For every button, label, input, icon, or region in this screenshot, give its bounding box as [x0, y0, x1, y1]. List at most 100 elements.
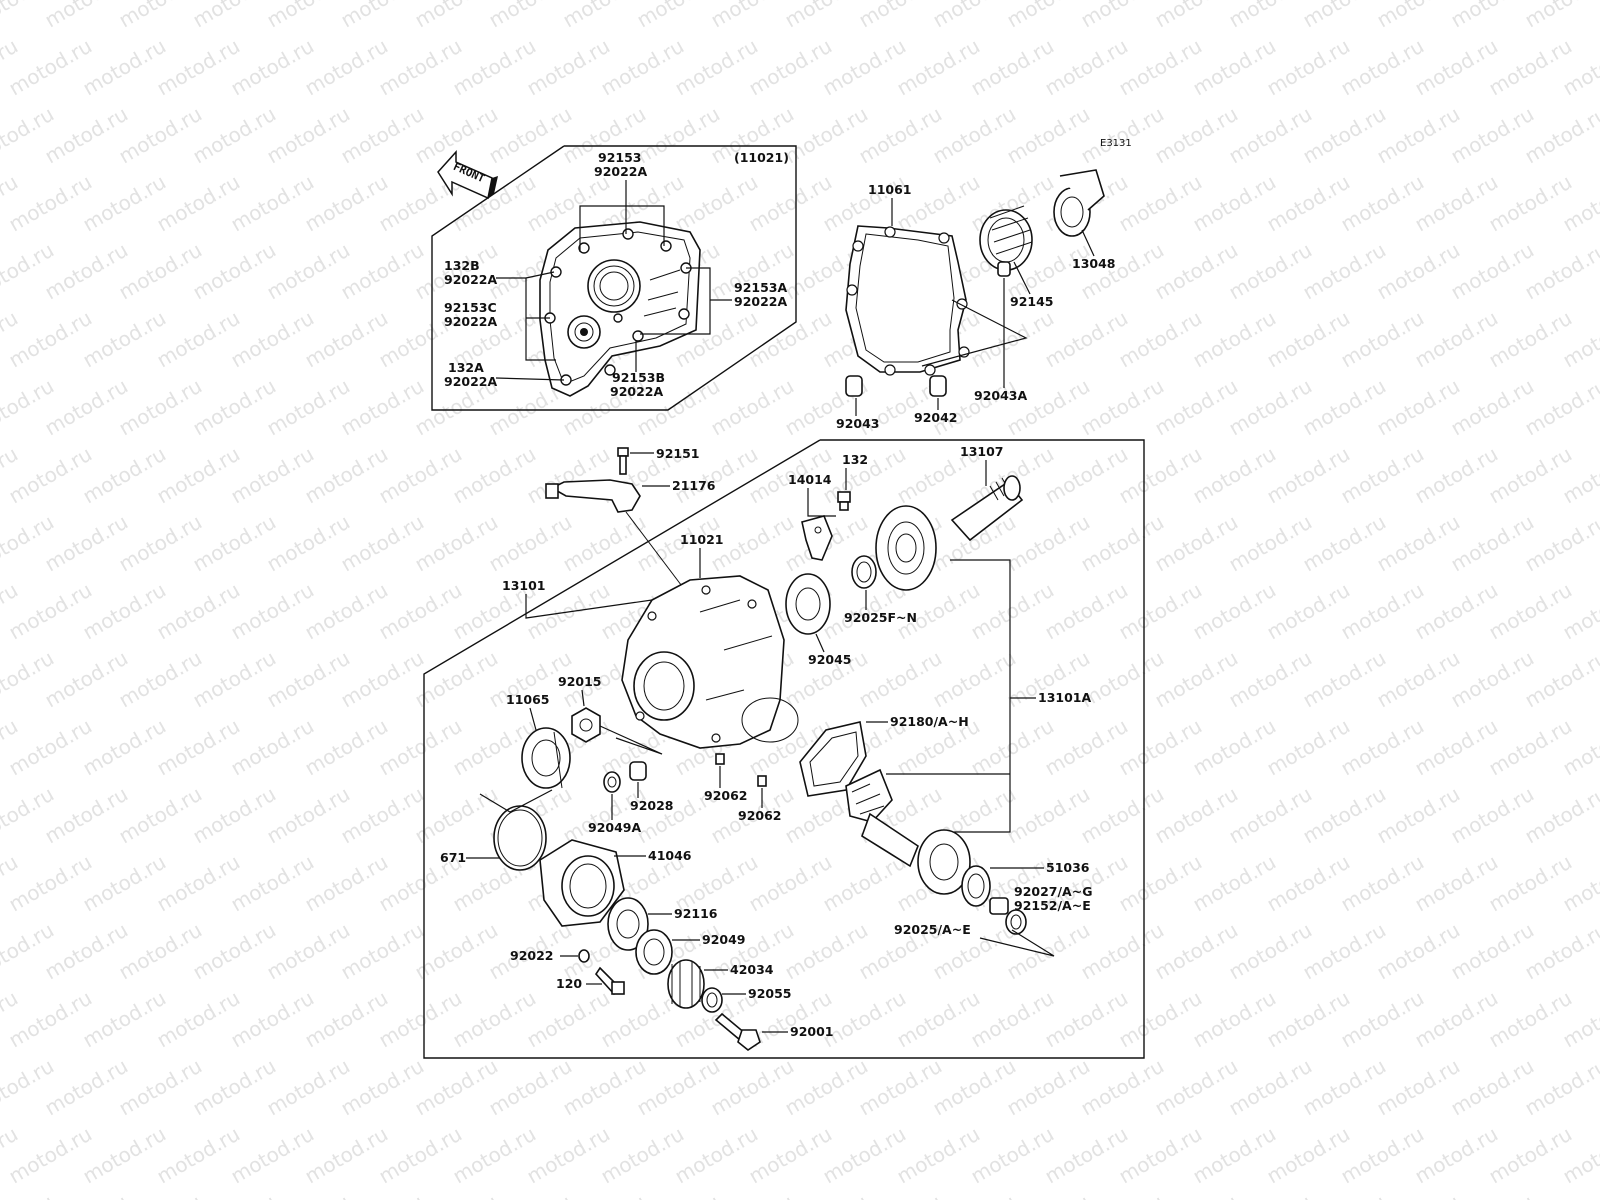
label-13107: 13107 [960, 444, 1004, 459]
label-132b: 132B [444, 258, 480, 273]
label-92043a: 92043A [974, 388, 1027, 403]
label-92022a-left2: 92022A [444, 314, 497, 329]
plug-92062-b [757, 775, 767, 787]
label-13048: 13048 [1072, 256, 1116, 271]
label-51036: 51036 [1046, 860, 1090, 875]
label-92151: 92151 [656, 446, 700, 461]
bearing-92045 [785, 573, 831, 635]
leader-housing-nut [599, 725, 663, 755]
label-120: 120 [556, 976, 582, 991]
label-92049: 92049 [702, 932, 746, 947]
label-41046: 41046 [648, 848, 692, 863]
front-arrow-icon: FRONT [437, 150, 498, 200]
label-92043: 92043 [836, 416, 880, 431]
label-92015: 92015 [558, 674, 602, 689]
ring-92055 [701, 987, 723, 1013]
label-92049a: 92049A [588, 820, 641, 835]
bracket-14014 [801, 515, 833, 561]
label-11021: 11021 [680, 532, 724, 547]
bearing-51036 [917, 829, 971, 895]
cover-housing-drawing [539, 221, 701, 397]
bolt-120 [594, 966, 625, 996]
label-92022: 92022 [510, 948, 554, 963]
label-92055: 92055 [748, 986, 792, 1001]
label-92001: 92001 [790, 1024, 834, 1039]
nut-92015 [571, 707, 601, 743]
collar-92152 [989, 897, 1009, 915]
leader-11065 [529, 707, 537, 731]
label-92022a-right1: 92022A [734, 294, 787, 309]
washer-92049a [603, 771, 621, 793]
label-92062-a: 92062 [704, 788, 748, 803]
label-671: 671 [440, 850, 466, 865]
label-92022a-left1: 92022A [444, 272, 497, 287]
label-92042: 92042 [914, 410, 958, 425]
label-92153a: 92153A [734, 280, 787, 295]
carrier-41046 [539, 839, 625, 927]
output-gear-13107 [875, 475, 1024, 591]
spring-part [979, 205, 1033, 271]
seal-92049 [635, 929, 673, 975]
leader-671-bracket [479, 789, 553, 813]
label-42034: 42034 [730, 962, 774, 977]
label-132a: 132A [448, 360, 484, 375]
leader-14014 [807, 488, 836, 517]
housing-11021 [621, 575, 799, 749]
o-ring-671 [493, 805, 547, 871]
leader-92015 [581, 689, 585, 707]
label-92152: 92152/A~E [1014, 898, 1091, 913]
leader-13048 [1081, 229, 1095, 257]
dowel-92042 [929, 375, 947, 397]
leader-cover-top [579, 205, 665, 252]
bolt-92151 [617, 447, 629, 475]
label-92062-b: 92062 [738, 808, 782, 823]
inset-ref-label: (11021) [734, 150, 789, 165]
label-92025ae: 92025/A~E [894, 922, 971, 937]
shim-92027 [961, 865, 991, 907]
label-92180: 92180/A~H [890, 714, 969, 729]
dowel-92043a [997, 261, 1011, 277]
diagram-code: E3131 [1100, 138, 1132, 149]
label-14014: 14014 [788, 472, 832, 487]
label-92153c: 92153C [444, 300, 497, 315]
bearing-92116 [607, 897, 649, 951]
label-11065: 11065 [506, 692, 550, 707]
label-92022a-bottom: 92022A [610, 384, 663, 399]
label-92022a-top: 92022A [594, 164, 647, 179]
collar-92028 [629, 761, 647, 781]
leader-92145 [1013, 261, 1031, 295]
coupling-part [1053, 169, 1105, 237]
bolt-132 [837, 491, 851, 511]
bolt-92001 [714, 1012, 761, 1051]
pin-92022 [578, 949, 590, 963]
label-92145: 92145 [1010, 294, 1054, 309]
label-92153b: 92153B [612, 370, 665, 385]
label-92153: 92153 [598, 150, 642, 165]
label-11061: 11061 [868, 182, 912, 197]
label-92022a-left3: 92022A [444, 374, 497, 389]
label-13101a: 13101A [1038, 690, 1091, 705]
dowel-92043 [845, 375, 863, 397]
watermark-text: motod.ru [1595, 0, 1600, 32]
label-132: 132 [842, 452, 868, 467]
bearing-11065 [521, 727, 571, 789]
label-92025fn: 92025F~N [844, 610, 917, 625]
leader-cover-left-c [495, 377, 565, 381]
leader-92045 [815, 633, 825, 653]
plug-92062-a [715, 753, 725, 765]
leader-dowels [921, 299, 1028, 367]
leader-92025ae [979, 929, 1055, 957]
leader-13101 [525, 594, 653, 619]
label-13101: 13101 [502, 578, 546, 593]
cover-inset-frame [431, 145, 797, 411]
leader-cover-left [496, 277, 556, 361]
label-92116: 92116 [674, 906, 718, 921]
label-21176: 21176 [672, 478, 716, 493]
label-92027: 92027/A~G [1014, 884, 1092, 899]
gasket-drawing [845, 225, 970, 376]
leader-13101a [950, 559, 1011, 833]
label-92045: 92045 [808, 652, 852, 667]
shim-92025ae [1005, 909, 1027, 935]
